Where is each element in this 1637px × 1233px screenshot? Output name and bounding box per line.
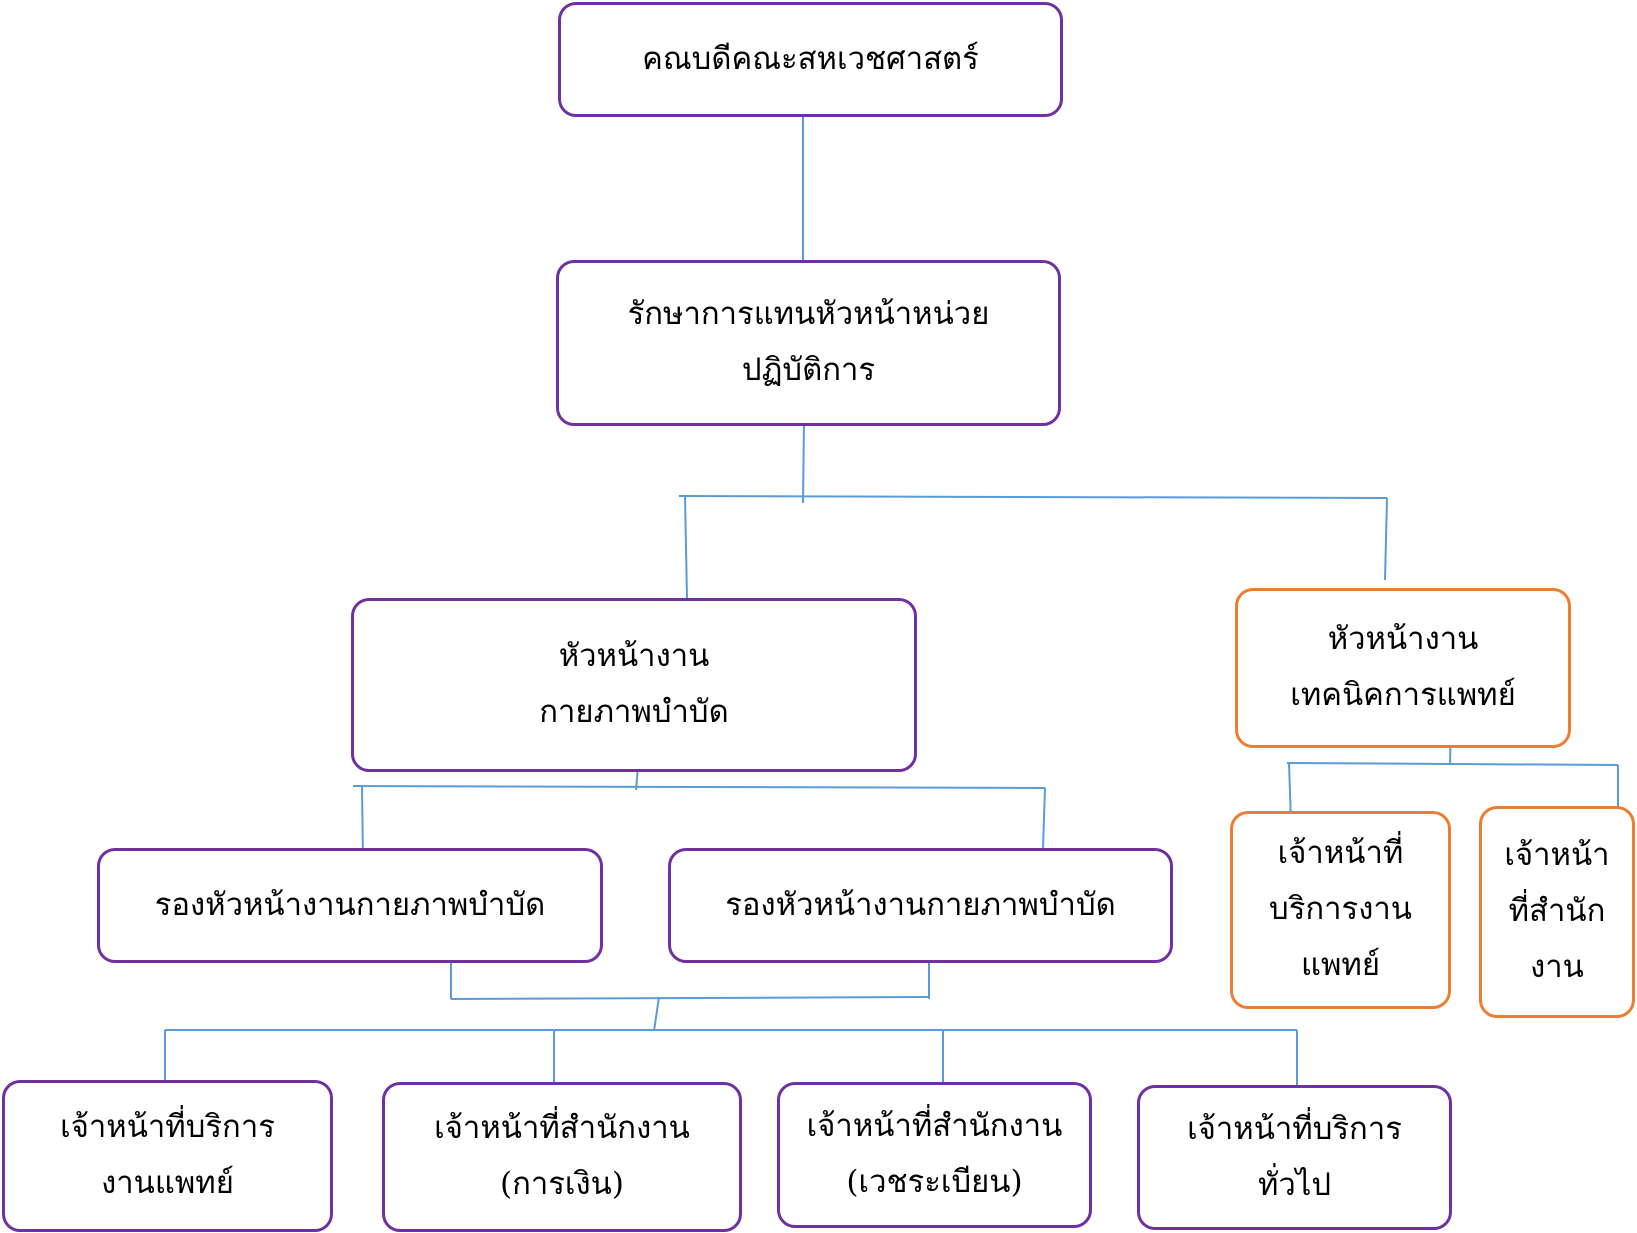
connector-to-deputy-1 — [361, 785, 364, 861]
pt-deputy-head-box-2: รองหัวหน้างานกายภาพบำบัด — [668, 848, 1173, 963]
connector-branch-top — [678, 495, 1388, 499]
mt-medical-service-staff-box: เจ้าหน้าที่ บริการงาน แพทย์ — [1230, 811, 1451, 1009]
pt-medical-service-staff-box: เจ้าหน้าที่บริการ งานแพทย์ — [2, 1080, 333, 1232]
pt-records-office-staff-box: เจ้าหน้าที่สำนักงาน (เวชระเบียน) — [777, 1082, 1092, 1228]
staff-2-label-line1: เจ้าหน้าที่สำนักงาน — [434, 1110, 690, 1147]
connector-join-down — [653, 996, 660, 1032]
mt-head-label-line1: หัวหน้างาน — [1327, 621, 1479, 658]
acting-head-label-line2: ปฏิบัติการ — [741, 352, 876, 388]
physical-therapy-head-box: หัวหน้างาน กายภาพบำบัด — [351, 598, 917, 772]
mt-service-label-line1: เจ้าหน้าที่ — [1277, 835, 1404, 872]
pt-finance-office-staff-box: เจ้าหน้าที่สำนักงาน (การเงิน) — [382, 1082, 742, 1232]
staff-4-label-line2: ทั่วไป — [1257, 1166, 1332, 1203]
pt-deputy-1-label: รองหัวหน้างานกายภาพบำบัด — [154, 886, 546, 923]
staff-1-label-line1: เจ้าหน้าที่บริการ — [60, 1109, 275, 1146]
pt-general-service-staff-box: เจ้าหน้าที่บริการ ทั่วไป — [1137, 1085, 1452, 1230]
acting-head-box: รักษาการแทนหัวหน้าหน่วย ปฏิบัติการ — [556, 260, 1061, 426]
staff-2-label-line2: (การเงิน) — [500, 1166, 624, 1202]
staff-3-label-line1: เจ้าหน้าที่สำนักงาน — [806, 1108, 1063, 1145]
mt-office-label-line1: เจ้าหน้า — [1504, 837, 1610, 874]
staff-3-label-line2: (เวชระเบียน) — [846, 1164, 1023, 1200]
staff-4-label-line1: เจ้าหน้าที่บริการ — [1187, 1110, 1402, 1147]
pt-deputy-2-label: รองหัวหน้างานกายภาพบำบัด — [725, 886, 1116, 923]
medical-technology-head-box: หัวหน้างาน เทคนิคการแพทย์ — [1235, 588, 1571, 748]
pt-head-label-line1: หัวหน้างาน — [558, 638, 710, 675]
mt-office-staff-box: เจ้าหน้า ที่สำนัก งาน — [1479, 806, 1635, 1018]
connector-pt-deputy-bar — [352, 785, 1046, 789]
connector-to-deputy-2 — [1042, 787, 1046, 849]
connector-deputy-join — [450, 996, 930, 1000]
mt-office-label-line2: ที่สำนัก — [1508, 893, 1606, 930]
mt-office-label-line3: งาน — [1530, 948, 1584, 985]
mt-head-label-line2: เทคนิคการแพทย์ — [1290, 677, 1516, 713]
connector-mt-staff-bar — [1286, 762, 1619, 766]
connector-to-pt-head — [684, 496, 688, 599]
connector-to-mt-head — [1384, 497, 1388, 581]
mt-service-label-line2: บริการงาน — [1269, 891, 1412, 928]
mt-service-label-line3: แพทย์ — [1300, 946, 1380, 983]
connector-acting-down — [802, 419, 805, 504]
dean-label: คณบดีคณะสหเวชศาสตร์ — [642, 40, 979, 77]
pt-deputy-head-box-1: รองหัวหน้างานกายภาพบำบัด — [97, 848, 603, 963]
pt-head-label-line2: กายภาพบำบัด — [539, 694, 729, 730]
staff-1-label-line2: งานแพทย์ — [101, 1165, 234, 1201]
acting-head-label-line1: รักษาการแทนหัวหน้าหน่วย — [627, 296, 990, 333]
dean-box: คณบดีคณะสหเวชศาสตร์ — [558, 2, 1063, 117]
